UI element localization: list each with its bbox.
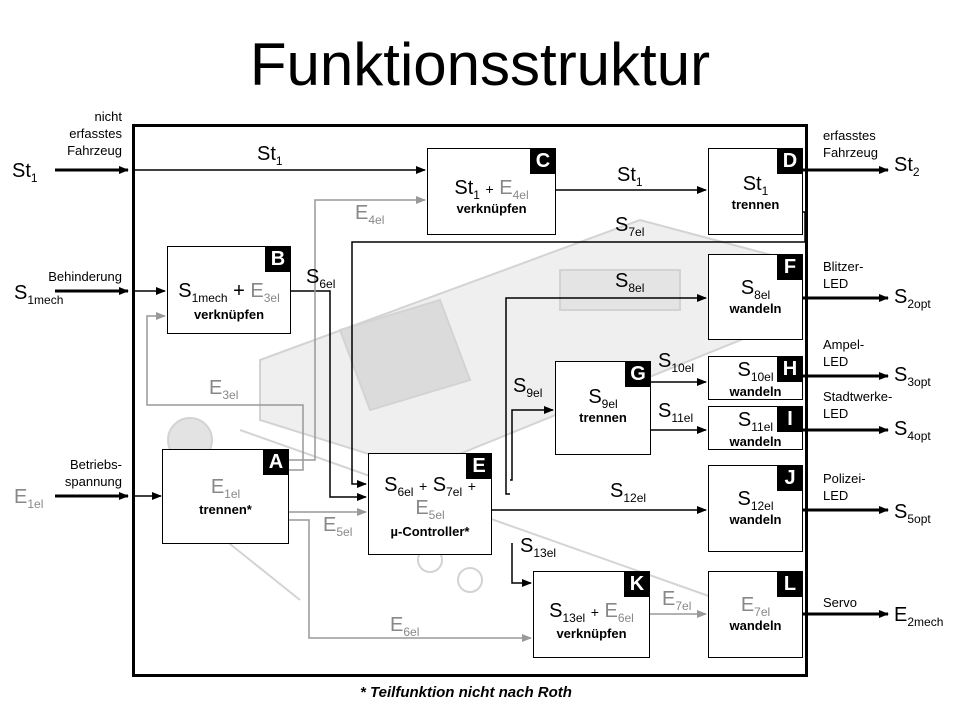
block-function: wandeln bbox=[729, 512, 782, 527]
block-l-wandeln: L E7el wandeln bbox=[708, 571, 803, 658]
block-letter: E bbox=[466, 453, 492, 479]
block-signal: S8el bbox=[740, 277, 771, 302]
block-function: wandeln bbox=[729, 301, 782, 316]
block-j-wandeln: J S12el wandeln bbox=[708, 465, 803, 552]
signal-s8el: S8el bbox=[615, 270, 645, 295]
block-function: µ-Controller* bbox=[390, 524, 470, 539]
block-function: trennen bbox=[731, 197, 780, 212]
block-signal: S6el + S7el + bbox=[384, 474, 476, 499]
signal-s1mech-input: S1mech bbox=[14, 282, 64, 307]
block-k-verknuepfen: K S13el + E6el verknüpfen bbox=[533, 571, 650, 658]
block-d-trennen: D St1 trennen bbox=[708, 148, 803, 235]
signal-e1el-input: E1el bbox=[14, 486, 44, 511]
block-letter: C bbox=[530, 148, 556, 174]
block-function: verknüpfen bbox=[556, 626, 627, 641]
signal-s6el: S6el bbox=[306, 266, 336, 291]
block-letter: B bbox=[265, 246, 291, 272]
block-letter: J bbox=[777, 465, 803, 491]
note-ampel-led: Ampel-LED bbox=[823, 337, 865, 369]
block-function: wandeln bbox=[729, 618, 782, 633]
signal-st1-line: St1 bbox=[257, 143, 283, 168]
signal-s5opt-output: S5opt bbox=[894, 501, 931, 526]
system-boundary bbox=[132, 124, 808, 677]
block-signal: S10el bbox=[737, 359, 774, 384]
block-signal: E1el bbox=[210, 476, 241, 501]
block-letter: G bbox=[625, 361, 651, 387]
block-letter: I bbox=[777, 406, 803, 432]
block-letter: A bbox=[263, 449, 289, 475]
footnote: * Teilfunktion nicht nach Roth bbox=[360, 684, 572, 701]
signal-s11el: S11el bbox=[658, 400, 694, 425]
block-function: wandeln bbox=[729, 434, 782, 449]
signal-s13el: S13el bbox=[520, 535, 557, 560]
signal-e5el: E5el bbox=[323, 514, 353, 539]
signal-s3opt-output: S3opt bbox=[894, 364, 931, 389]
block-function: verknüpfen bbox=[456, 201, 527, 216]
note-behinderung: Behinderung bbox=[48, 269, 122, 284]
signal-st2-output: St2 bbox=[894, 154, 920, 179]
block-signal: S13el + E6el bbox=[549, 600, 634, 625]
note-blitzer-led: Blitzer-LED bbox=[823, 259, 864, 291]
signal-e6el: E6el bbox=[390, 614, 420, 639]
block-a-trennen: A E1el trennen* bbox=[162, 449, 289, 544]
signal-s7el: S7el bbox=[615, 214, 645, 239]
block-g-trennen: G S9el trennen bbox=[555, 361, 651, 455]
block-signal: S11el bbox=[737, 409, 774, 434]
block-function: trennen bbox=[579, 410, 627, 425]
signal-e2mech-output: E2mech bbox=[894, 604, 944, 629]
note-polizei-led: Polizei-LED bbox=[823, 471, 866, 503]
signal-s9el: S9el bbox=[513, 375, 543, 400]
block-signal: E7el bbox=[740, 594, 771, 619]
signal-s10el: S10el bbox=[658, 350, 695, 375]
signal-s4opt-output: S4opt bbox=[894, 418, 931, 443]
block-function: verknüpfen bbox=[193, 307, 265, 322]
note-servo: Servo bbox=[823, 595, 857, 610]
block-signal-2: E5el bbox=[415, 497, 445, 522]
block-signal: St1 bbox=[742, 173, 769, 198]
signal-s12el: S12el bbox=[610, 480, 647, 505]
signal-e7el: E7el bbox=[662, 588, 692, 613]
signal-e3el: E3el bbox=[209, 377, 239, 402]
block-letter: L bbox=[777, 571, 803, 597]
signal-e4el: E4el bbox=[355, 202, 385, 227]
signal-st1-c-to-d: St1 bbox=[617, 164, 643, 189]
block-f-wandeln: F S8el wandeln bbox=[708, 254, 803, 340]
block-function: trennen* bbox=[199, 502, 252, 517]
block-signal: St1 + E4el bbox=[454, 177, 529, 202]
signal-st1-input: St1 bbox=[12, 160, 38, 185]
page-title: Funktionsstruktur bbox=[249, 31, 711, 98]
block-i-wandeln: I S11el wandeln bbox=[708, 406, 803, 450]
block-letter: D bbox=[777, 148, 803, 174]
note-betriebsspannung: Betriebs-spannung bbox=[64, 457, 122, 489]
block-signal: S1mech + E3el bbox=[178, 280, 280, 305]
block-c-verknuepfen: C St1 + E4el verknüpfen bbox=[427, 148, 556, 235]
note-stadtwerke-led: Stadtwerke-LED bbox=[823, 389, 893, 421]
signal-s2opt-output: S2opt bbox=[894, 286, 931, 311]
block-h-wandeln: H S10el wandeln bbox=[708, 356, 803, 400]
block-signal: S9el bbox=[588, 386, 618, 411]
block-function: wandeln bbox=[729, 384, 782, 399]
block-letter: H bbox=[777, 356, 803, 382]
block-letter: F bbox=[777, 254, 803, 280]
block-signal: S12el bbox=[737, 488, 774, 513]
block-b-verknuepfen: B S1mech + E3el verknüpfen bbox=[167, 246, 291, 334]
block-letter: K bbox=[624, 571, 650, 597]
block-e-mu-controller: E S6el + S7el + E5el µ-Controller* bbox=[368, 453, 492, 555]
